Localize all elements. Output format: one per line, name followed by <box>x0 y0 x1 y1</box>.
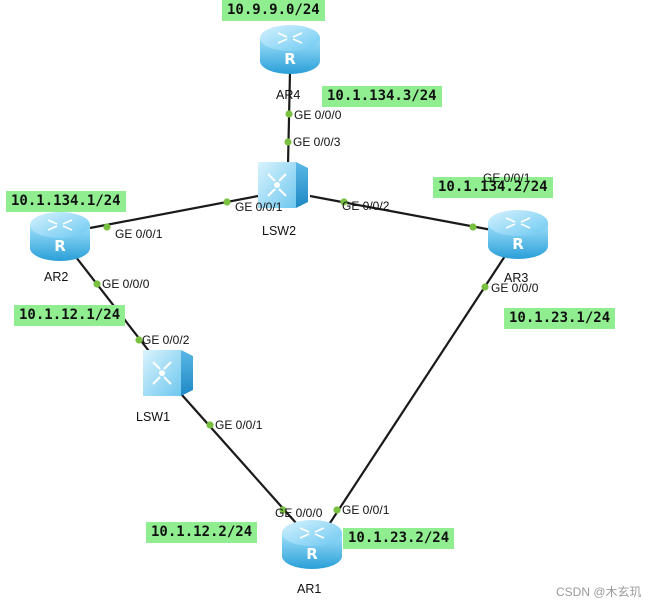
switch-icon[interactable] <box>143 350 193 396</box>
router-icon[interactable]: R <box>30 212 90 261</box>
links <box>71 71 506 524</box>
net-label-ar4-loopback: 10.9.9.0/24 <box>222 0 325 21</box>
router-icon[interactable]: R <box>282 520 342 569</box>
port-label-ar1-ge001: GE 0/0/1 <box>342 503 390 517</box>
port-label-ar2-ge001: GE 0/0/1 <box>115 227 163 241</box>
port-label-ar1-ge000: GE 0/0/0 <box>275 506 323 520</box>
device-name-ar3: AR3 <box>504 271 529 285</box>
watermark: CSDN @木玄玑 <box>556 585 642 599</box>
router-icon[interactable]: R <box>488 210 548 259</box>
svg-text:R: R <box>284 50 296 68</box>
port-label-ar3-ge001: GE 0/0/1 <box>483 171 531 185</box>
net-label-ar1-lsw1: 10.1.12.2/24 <box>146 522 258 543</box>
net-label-ar1-ar3: 10.1.23.2/24 <box>343 528 455 549</box>
port-label-ar3-ge000: GE 0/0/0 <box>491 281 539 295</box>
port-label-ar4-ge000: GE 0/0/0 <box>294 108 342 122</box>
net-label-ar3-ar1: 10.1.23.1/24 <box>504 308 616 329</box>
port-dot[interactable] <box>481 283 489 291</box>
port-label-ar2-ge000: GE 0/0/0 <box>102 277 150 291</box>
device-name-ar1: AR1 <box>297 582 322 596</box>
svg-text:R: R <box>306 545 318 563</box>
link-ar4-lsw2 <box>286 71 292 166</box>
port-dot[interactable] <box>469 223 477 231</box>
router-icon[interactable]: R <box>260 25 320 74</box>
port-dots <box>93 110 489 514</box>
port-dot[interactable] <box>223 198 231 206</box>
port-label-lsw2-ge003: GE 0/0/3 <box>293 135 341 149</box>
port-dot[interactable] <box>340 198 348 206</box>
switch-icon[interactable] <box>258 162 308 208</box>
port-dot[interactable] <box>333 506 341 514</box>
net-label-ar2-lsw2: 10.1.134.1/24 <box>6 191 126 212</box>
link-lsw1-ar1 <box>181 394 297 524</box>
svg-text:R: R <box>512 235 524 253</box>
port-label-lsw2-ge002: GE 0/0/2 <box>342 199 390 213</box>
net-label-ar4-lsw2: 10.1.134.3/24 <box>322 86 442 107</box>
net-label-ar3-lsw2: 10.1.134.2/24 <box>433 177 553 198</box>
port-dot[interactable] <box>93 280 101 288</box>
port-dot[interactable] <box>103 223 111 231</box>
port-label-lsw2-ge001: GE 0/0/1 <box>235 200 283 214</box>
port-dot[interactable] <box>206 421 214 429</box>
port-dot[interactable] <box>279 506 287 514</box>
link-lsw2-ar3 <box>309 194 493 232</box>
port-dot[interactable] <box>284 138 292 146</box>
device-name-lsw1: LSW1 <box>136 410 171 424</box>
port-label-lsw1-ge001: GE 0/0/1 <box>215 418 263 432</box>
device-name-ar4: AR4 <box>276 88 301 102</box>
device-name-ar2: AR2 <box>44 270 69 284</box>
port-dot[interactable] <box>285 110 293 118</box>
svg-text:R: R <box>54 237 66 255</box>
port-label-lsw1-ge002: GE 0/0/2 <box>142 333 190 347</box>
device-name-lsw2: LSW2 <box>262 224 297 238</box>
net-label-ar2-lsw1: 10.1.12.1/24 <box>14 305 126 326</box>
port-dot[interactable] <box>135 336 143 344</box>
link-ar3-ar1 <box>329 255 506 524</box>
